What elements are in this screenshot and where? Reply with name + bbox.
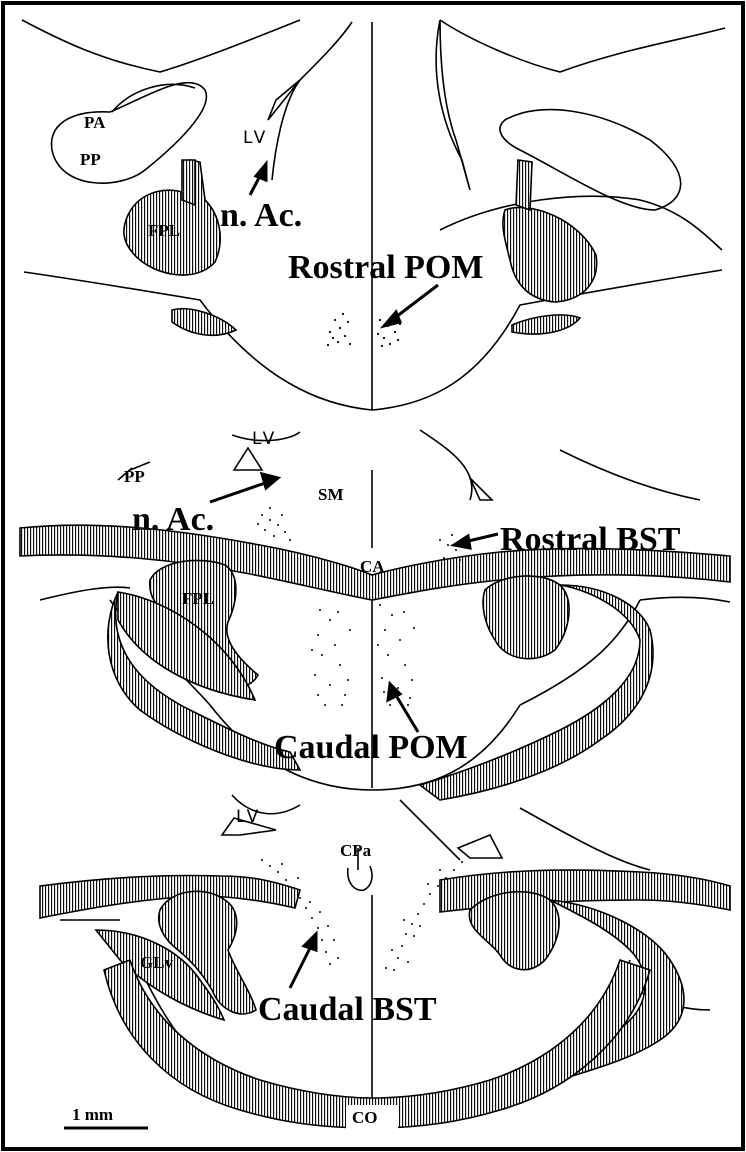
label-lv-caudal: LV — [236, 807, 261, 827]
label-cpa: CPa — [340, 841, 372, 860]
label-pp-rostral: PP — [80, 150, 101, 169]
label-rostral-bst: Rostral BST — [500, 521, 681, 558]
label-nac-middle: n. Ac. — [132, 501, 214, 538]
label-rostral-pom: Rostral POM — [288, 249, 483, 286]
label-fpl-middle: FPL — [182, 589, 214, 608]
label-pa: PA — [84, 113, 106, 132]
label-fpl-rostral: FPL — [148, 221, 180, 240]
label-lv-rostral: LV — [243, 128, 268, 148]
label-ca: CA — [360, 557, 385, 576]
label-caudal-bst: Caudal BST — [258, 991, 437, 1028]
label-glv: GLv — [140, 953, 174, 972]
label-caudal-pom: Caudal POM — [274, 729, 468, 766]
label-co: CO — [352, 1108, 378, 1127]
scale-bar-label: 1 mm — [72, 1105, 113, 1124]
label-nac-rostral: n. Ac. — [220, 197, 302, 234]
label-lv-middle: LV — [252, 429, 277, 449]
label-pp-middle: PP — [124, 467, 145, 486]
label-sm: SM — [318, 485, 344, 504]
